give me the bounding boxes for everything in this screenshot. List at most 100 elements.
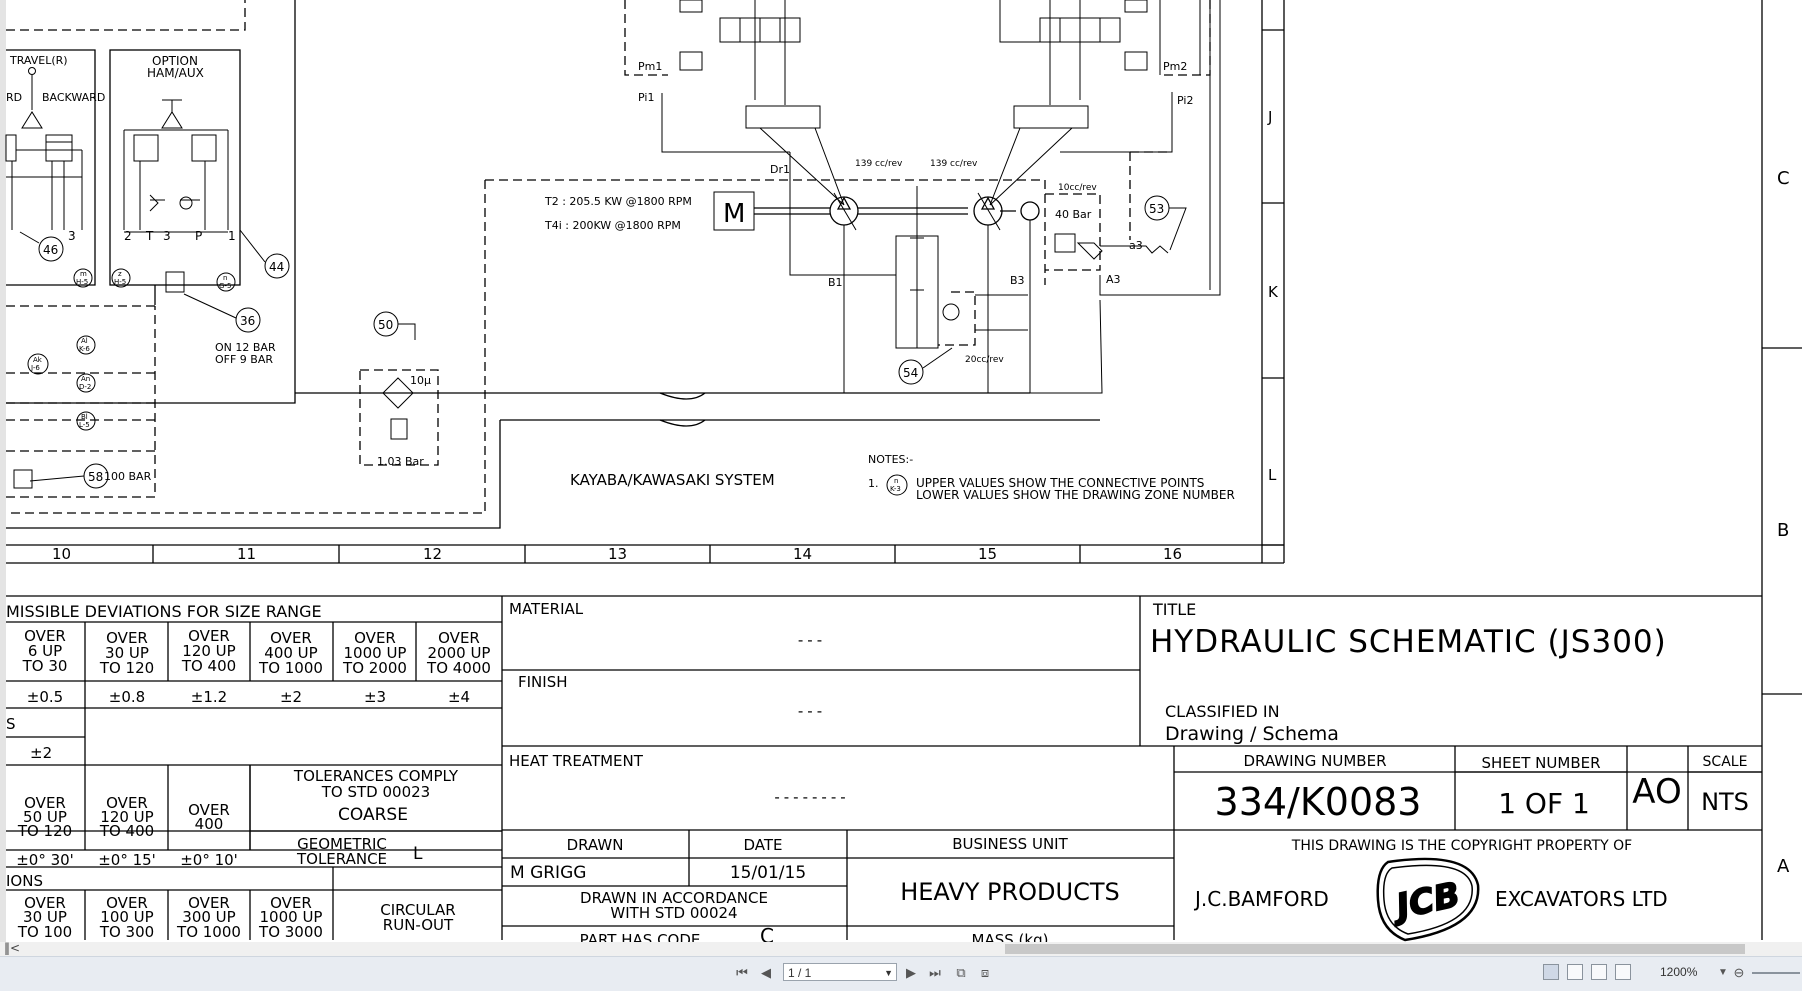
accordance-line-1: DRAWN IN ACCORDANCE	[580, 889, 768, 907]
col-number-16: 16	[1163, 545, 1182, 563]
small-ref-group: mH-5 zH-5 nG-5 AlK-6 AkJ-6 AnD-2 BlL-5	[27, 268, 236, 431]
previous-page-icon[interactable]: ◀	[761, 965, 771, 980]
gear-flow: 20cc/rev	[965, 355, 1004, 365]
port-3-label: 3	[68, 229, 76, 243]
svg-text:OVER: OVER	[438, 629, 480, 647]
svg-text:300 UP: 300 UP	[182, 908, 235, 926]
sheet-value: 1 OF 1	[1498, 787, 1590, 820]
svg-text:120 UP: 120 UP	[182, 642, 235, 660]
svg-text:TO 2000: TO 2000	[342, 659, 407, 677]
ions-label: IONS	[6, 872, 43, 890]
notes-line-1: UPPER VALUES SHOW THE CONNECTIVE POINTS	[916, 476, 1204, 490]
pilot-flow: 10cc/rev	[1058, 183, 1097, 193]
svg-text:An: An	[81, 375, 90, 383]
page-indicator: 1 / 1	[788, 966, 812, 980]
callout-53: 53	[1144, 195, 1187, 251]
horizontal-scrollbar[interactable]: ‖<	[0, 941, 1802, 956]
schematic-drawing: C B A J K L 10 11 12 13 14 15 16	[5, 0, 1802, 942]
date-label: DATE	[743, 836, 782, 854]
svg-text:400 UP: 400 UP	[264, 644, 317, 662]
continuous-facing-view-icon[interactable]	[1615, 964, 1631, 980]
svg-text:Al: Al	[81, 337, 88, 345]
port-p-label: P	[195, 229, 202, 243]
title-label: TITLE	[1152, 600, 1196, 619]
chevron-down-icon: ▼	[884, 968, 893, 978]
port-pi1: Pi1	[638, 91, 654, 104]
col-number-15: 15	[978, 545, 997, 563]
svg-text:±0° 15': ±0° 15'	[98, 851, 156, 869]
col-number-11: 11	[237, 545, 256, 563]
vertical-scrollbar[interactable]	[0, 0, 6, 942]
engine-t4i: T4i : 200KW @1800 RPM	[544, 219, 681, 232]
port-dr1: Dr1	[770, 163, 790, 176]
filter-micron: 10μ	[410, 374, 431, 387]
svg-text:±3: ±3	[364, 688, 386, 706]
svg-text:400: 400	[195, 815, 224, 833]
accordance-line-2: WITH STD 00024	[610, 904, 737, 922]
svg-text:H-5: H-5	[114, 278, 126, 286]
svg-text:±2: ±2	[280, 688, 302, 706]
notes-symbol-top: n	[894, 477, 898, 485]
svg-text:58: 58	[88, 470, 103, 484]
part-code-label: PART HAS CODE	[580, 931, 701, 942]
notes-heading: NOTES:-	[868, 453, 913, 466]
sheet-label: SHEET NUMBER	[1481, 754, 1600, 772]
scroll-thumb[interactable]	[1005, 944, 1745, 954]
svg-text:50 UP: 50 UP	[23, 808, 67, 826]
last-page-icon[interactable]: ⏭	[929, 965, 941, 980]
switch-off-label: OFF 9 BAR	[215, 353, 273, 366]
continuous-view-icon[interactable]	[1567, 964, 1583, 980]
zone-letter-a: A	[1777, 856, 1790, 877]
drawn-label: DRAWN	[567, 836, 624, 854]
callout-36: 36	[183, 293, 261, 333]
zoom-dropdown-icon[interactable]: ▼	[1718, 967, 1728, 978]
scroll-indicator: ‖<	[4, 941, 21, 955]
geometric-symbol: L	[413, 844, 423, 864]
col-number-14: 14	[793, 545, 812, 563]
svg-text:30 UP: 30 UP	[23, 908, 67, 926]
svg-text:TO 400: TO 400	[181, 657, 236, 675]
svg-text:2000 UP: 2000 UP	[428, 644, 491, 662]
deviation-values: ±0.5 ±0.8 ±1.2 ±2 ±3 ±4	[27, 688, 470, 706]
drawing-canvas[interactable]: C B A J K L 10 11 12 13 14 15 16	[0, 0, 1802, 942]
notes-item-no: 1.	[868, 477, 879, 490]
svg-text:46: 46	[43, 243, 58, 257]
first-page-icon[interactable]: ⏮	[736, 965, 748, 980]
svg-text:OVER: OVER	[24, 894, 66, 912]
copy-view-icon[interactable]: ⧉	[956, 965, 966, 980]
heat-label: HEAT TREATMENT	[509, 752, 644, 770]
svg-text:±0.5: ±0.5	[27, 688, 63, 706]
svg-text:OVER: OVER	[270, 894, 312, 912]
notes-line-2: LOWER VALUES SHOW THE DRAWING ZONE NUMBE…	[916, 488, 1235, 502]
svg-text:GEOMETRIC: GEOMETRIC	[297, 835, 387, 853]
svg-text:±0° 10': ±0° 10'	[180, 851, 238, 869]
paste-view-icon[interactable]: ⧈	[980, 965, 990, 980]
svg-text:6 UP: 6 UP	[28, 642, 62, 660]
single-page-view-icon[interactable]	[1543, 964, 1559, 980]
zoom-level[interactable]: 1200%	[1660, 965, 1698, 979]
page-select[interactable]: 1 / 1 ▼	[783, 963, 897, 981]
port-pi2: Pi2	[1177, 94, 1193, 107]
viewer-statusbar: ⏮ ◀ 1 / 1 ▼ ▶ ⏭ ⧉ ⧈ 1200% ▼ ⊖	[0, 956, 1802, 991]
zoom-out-icon[interactable]: ⊖	[1733, 965, 1745, 980]
svg-text:TO 300: TO 300	[99, 923, 154, 941]
classified-label: CLASSIFIED IN	[1165, 702, 1280, 721]
svg-text:TO 3000: TO 3000	[258, 923, 323, 941]
svg-text:TO 30: TO 30	[22, 657, 68, 675]
port-a3: A3	[1106, 273, 1121, 286]
next-page-icon[interactable]: ▶	[906, 965, 916, 980]
engine-t2: T2 : 205.5 KW @1800 RPM	[544, 195, 692, 208]
svg-text:Ak: Ak	[33, 356, 43, 364]
drawing-number-value: 334/K0083	[1215, 780, 1422, 824]
svg-text:TO 1000: TO 1000	[176, 923, 241, 941]
svg-text:L-5: L-5	[79, 421, 90, 429]
svg-text:TO 120: TO 120	[99, 659, 154, 677]
drawing-number-label: DRAWING NUMBER	[1243, 752, 1386, 770]
zoom-slider[interactable]	[1752, 972, 1800, 974]
scale-value: NTS	[1701, 788, 1749, 816]
callout-50: 50	[373, 311, 416, 340]
facing-view-icon[interactable]	[1591, 964, 1607, 980]
port-pm2: Pm2	[1163, 60, 1187, 73]
